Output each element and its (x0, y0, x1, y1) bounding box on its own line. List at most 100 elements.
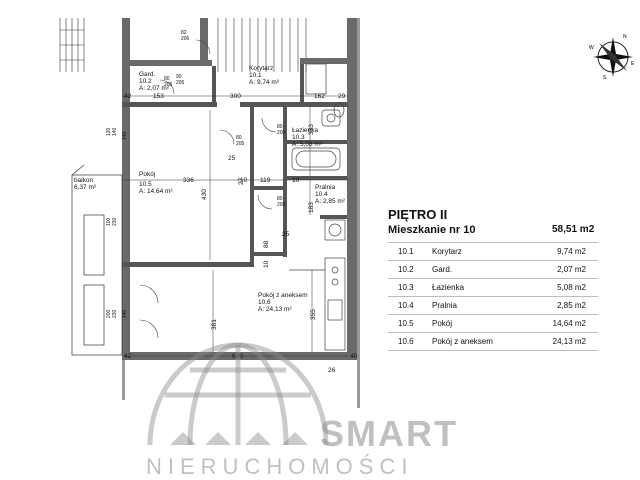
room-number: 10.6 (398, 337, 414, 346)
watermark-brand: SMART (320, 413, 458, 454)
room-table: 10.1 Korytarz 9,74 m2 10.2 Gard. 2,07 m2… (388, 242, 598, 351)
room-number: 10.1 (398, 247, 414, 256)
floor-title: PIĘTRO II (388, 207, 448, 222)
dim-label: 430 (201, 189, 208, 200)
dim-label: 10 (292, 177, 300, 184)
kitchen-counter (289, 257, 346, 351)
room-label-pokoj-aneks: Pokój z aneksem (258, 292, 308, 299)
dim-label: 336 (183, 177, 194, 184)
dim-label: 27 (238, 177, 245, 185)
room-num-lazienka: 10.3 (292, 134, 305, 141)
apartment-name: Mieszkanie nr 10 (388, 224, 476, 236)
door-labels: 90 205 80 205 80 200 80 205 80 205 82 20… (164, 30, 286, 208)
dim-label: 333 (308, 124, 315, 135)
room-area-pokoj: A: 14,64 m² (139, 188, 173, 195)
room-area: 14,64 m2 (552, 319, 586, 328)
dim-label: 10 (240, 177, 248, 184)
room-label-gard: Gard. (139, 71, 155, 78)
dim-label: 10 (263, 260, 270, 268)
door-width: 82 (181, 30, 187, 36)
room-area: 5,08 m2 (557, 283, 586, 292)
washing-machine (324, 219, 346, 241)
bathtub (291, 147, 341, 171)
balcony-area: 6,37 m² (74, 184, 97, 191)
room-area-lazienka: A: 5,08 m² (292, 141, 323, 148)
dim-label: 25 (282, 231, 290, 238)
dim-label: 42 (124, 93, 132, 100)
window-height: 140 (112, 127, 118, 136)
room-name: Pralnia (432, 301, 457, 310)
table-row: 10.4 Pralnia 2,85 m2 (388, 296, 598, 314)
door-width: 80 (277, 124, 283, 130)
door-width: 80 (164, 76, 170, 82)
door-height: 206 (181, 36, 190, 42)
room-area: 9,74 m2 (557, 247, 586, 256)
dim-label: 88 (263, 240, 270, 248)
watermark-houses-icon (170, 432, 308, 445)
plan-left-tail (122, 360, 125, 400)
door-width: 90 (176, 74, 182, 80)
room-num-pralnia: 10.4 (315, 191, 328, 198)
window-height: 230 (112, 217, 118, 226)
room-area: 2,85 m2 (557, 301, 586, 310)
compass-n: N (623, 34, 627, 40)
room-name: Gard. (432, 265, 453, 274)
room-area: 2,07 m2 (557, 265, 586, 274)
watermark-tagline: NIERUCHOMOŚCI (146, 454, 414, 479)
dim-label: 29 (338, 93, 346, 100)
door-width: 80 (236, 135, 242, 141)
window-width: 200 (106, 309, 112, 318)
doors (139, 39, 277, 339)
toilet (333, 102, 345, 118)
window-size: 140 (122, 309, 128, 318)
table-row: 10.1 Korytarz 9,74 m2 (388, 242, 598, 260)
dim-label: 183 (308, 202, 315, 213)
room-number: 10.3 (398, 283, 414, 292)
room-number: 10.4 (398, 301, 414, 310)
room-area-pokoj-aneks: A: 24,13 m² (258, 306, 292, 313)
balcony (71, 164, 123, 356)
dimension-labels: 42 153 300 162 29 25 336 10 119 10 430 2… (124, 93, 358, 374)
room-label-korytarz: Korytarz (249, 65, 273, 72)
dim-label: 162 (314, 93, 325, 100)
wc-box (305, 63, 327, 95)
dim-label: 42 (124, 353, 132, 360)
room-num-pokoj: 10.5 (139, 181, 152, 188)
compass-s: S (603, 75, 607, 81)
watermark-globe-icon (147, 342, 329, 446)
room-area-pralnia: A: 2,85 m² (315, 198, 346, 205)
door-height: 205 (236, 141, 245, 147)
door-height: 200 (277, 130, 286, 136)
dim-label: 300 (230, 93, 241, 100)
window-width: 100 (106, 217, 112, 226)
room-name: Korytarz (432, 247, 462, 256)
table-row: 10.5 Pokój 14,64 m2 (388, 314, 598, 332)
door-height: 205 (176, 80, 185, 86)
stairs (59, 18, 307, 72)
compass-e: E (631, 61, 635, 67)
apartment-total-area: 58,51 m2 (552, 224, 595, 235)
door-width: 80 (277, 196, 283, 202)
room-name: Pokój z aneksem (432, 337, 493, 346)
room-label-lazienka: Łazienka (292, 127, 318, 134)
dim-label: 119 (260, 177, 271, 184)
table-row: 10.2 Gard. 2,07 m2 (388, 260, 598, 278)
room-label-pokoj: Pokój (139, 171, 155, 178)
room-area-gard: A: 2,07 m² (139, 85, 170, 92)
dim-label: 153 (153, 93, 164, 100)
window-height: 230 (112, 309, 118, 318)
room-num-pokoj-aneks: 10.6 (258, 299, 271, 306)
room-area: 24,13 m2 (552, 337, 586, 346)
room-number: 10.2 (398, 265, 414, 274)
room-num-korytarz: 10.1 (249, 72, 262, 79)
door-height: 205 (164, 82, 173, 88)
window-size: 140 (122, 131, 128, 140)
room-name: Łazienka (432, 283, 465, 292)
room-area-korytarz: A: 9,74 m² (249, 79, 280, 86)
dim-label: 40 (350, 353, 358, 360)
window-width: 120 (106, 127, 112, 136)
room-num-gard: 10.2 (139, 78, 152, 85)
sink (321, 109, 341, 127)
window-labels: 120 140 100 230 200 230 140 140 (106, 127, 128, 318)
